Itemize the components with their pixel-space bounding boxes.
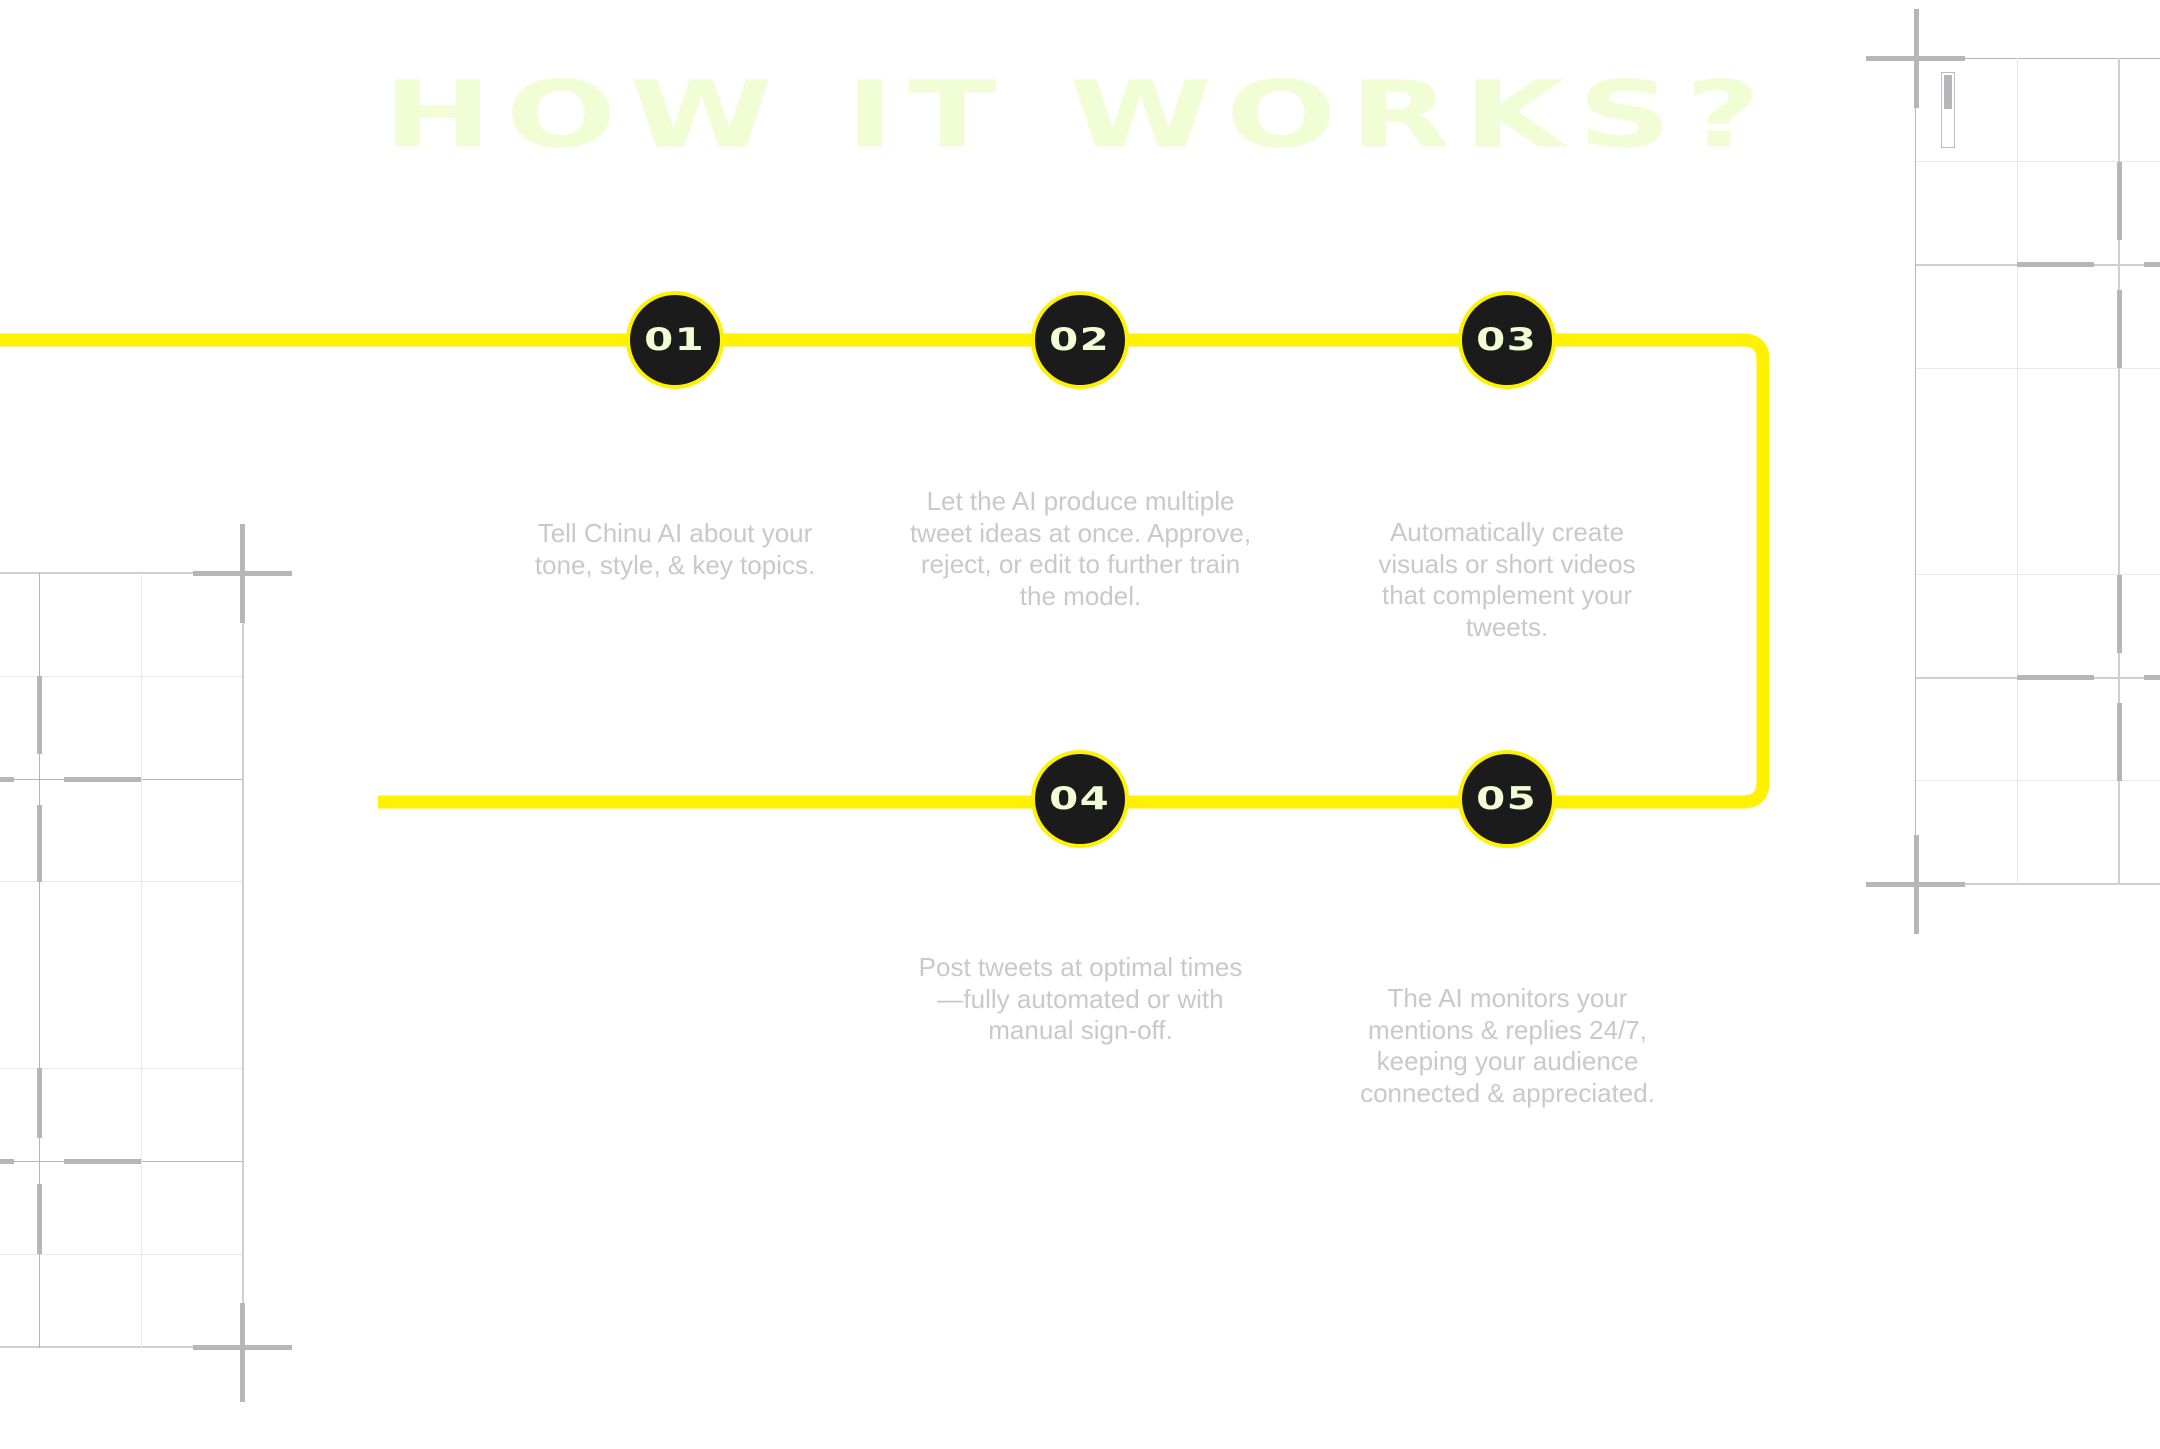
grid-accent <box>64 1159 141 1164</box>
section-title-text: HOW IT WORKS? <box>383 62 1775 169</box>
grid-line <box>0 572 242 574</box>
step-number: 05 <box>1476 781 1538 817</box>
grid-accent <box>2117 290 2122 368</box>
grid-accent <box>37 1184 42 1254</box>
grid-line <box>242 573 244 1348</box>
grid-accent <box>0 1159 14 1164</box>
scrollbar-thumb[interactable] <box>1944 75 1952 109</box>
grid-line <box>2118 58 2120 884</box>
step-description-04: Post tweets at optimal times—fully autom… <box>918 952 1243 1045</box>
crosshair-icon <box>240 1303 245 1402</box>
grid-line <box>1916 368 2160 369</box>
crosshair-icon <box>240 524 245 623</box>
crosshair-icon <box>1914 835 1919 934</box>
grid-line <box>1916 574 2160 575</box>
grid-line <box>0 1346 242 1348</box>
grid-line <box>0 676 242 677</box>
step-badge-02: 02 <box>1031 291 1129 389</box>
step-badge-03: 03 <box>1458 291 1556 389</box>
grid-accent <box>2017 675 2094 680</box>
step-badge-05: 05 <box>1458 750 1556 848</box>
step-number: 02 <box>1049 322 1111 358</box>
step-number: 04 <box>1049 781 1111 817</box>
grid-line <box>1916 883 2160 885</box>
grid-accent <box>64 777 141 782</box>
step-number: 03 <box>1476 322 1538 358</box>
grid-accent <box>2117 162 2122 240</box>
grid-accent <box>2144 262 2160 267</box>
crosshair-icon <box>1914 9 1919 108</box>
grid-accent <box>2144 675 2160 680</box>
grid-line <box>141 573 142 1348</box>
grid-line <box>0 881 242 882</box>
section-title: HOW IT WORKS? <box>384 64 1761 168</box>
grid-accent <box>0 777 14 782</box>
step-description-02: Let the AI produce multiple tweet ideas … <box>909 486 1252 611</box>
grid-line <box>39 573 40 1348</box>
grid-accent <box>37 1068 42 1138</box>
grid-line <box>1916 58 2160 59</box>
grid-accent <box>2117 575 2122 653</box>
step-description-03: Automatically create visuals or short vi… <box>1378 517 1636 642</box>
grid-line <box>0 1068 242 1069</box>
step-badge-01: 01 <box>626 291 724 389</box>
step-badge-04: 04 <box>1031 750 1129 848</box>
step-description-05: The AI monitors your mentions & replies … <box>1360 983 1655 1108</box>
grid-line <box>1916 161 2160 162</box>
grid-line <box>0 1254 242 1255</box>
grid-accent <box>37 676 42 754</box>
grid-accent <box>2117 703 2122 781</box>
grid-accent <box>2017 262 2094 267</box>
scrollbar[interactable] <box>1941 72 1955 148</box>
step-description-01: Tell Chinu AI about your tone, style, & … <box>534 518 816 580</box>
step-number: 01 <box>644 322 706 358</box>
grid-accent <box>37 805 42 882</box>
grid-line <box>1916 780 2160 781</box>
grid-line <box>2017 58 2018 884</box>
timeline-line <box>0 333 1770 809</box>
grid-line <box>1915 58 1916 884</box>
